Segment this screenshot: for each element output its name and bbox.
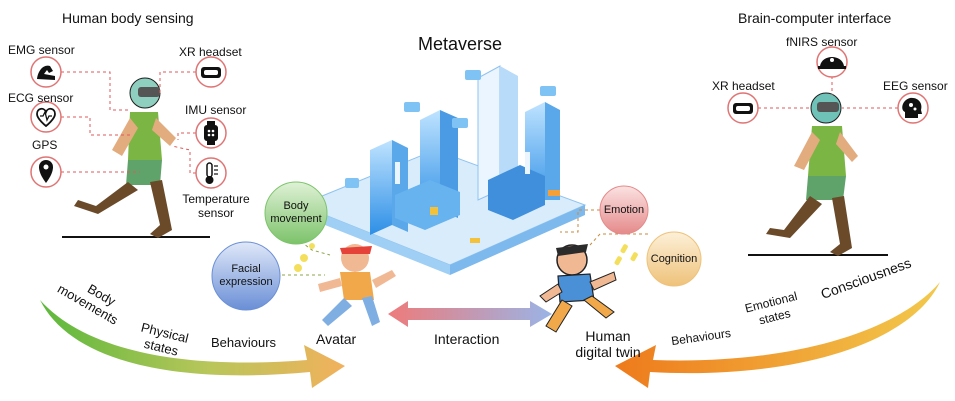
temperature-sensor-label-line2: sensor [197, 206, 235, 220]
eeg-sensor-label: EEG sensor [883, 79, 948, 93]
metaverse-city [298, 65, 587, 275]
temperature-sensor-label-line1: Temperature [182, 192, 250, 206]
right-sensor-icons [727, 46, 929, 124]
facial-expression-line2: expression [219, 276, 273, 288]
page-title: Metaverse [418, 34, 503, 54]
gps-label: GPS [32, 138, 58, 152]
avatar-figure [294, 243, 396, 326]
temperature-sensor-label: Temperature sensor [176, 192, 256, 220]
left-sensor-connectors [61, 71, 196, 174]
interaction-arrow [388, 301, 552, 327]
left-arrow-label-behaviours: Behaviours [211, 335, 277, 350]
facial-expression-line1: Facial [231, 263, 261, 275]
ecg-sensor-label: ECG sensor [8, 91, 74, 105]
imu-sensor-label: IMU sensor [185, 103, 247, 117]
interaction-label: Interaction [434, 331, 500, 347]
digital-twin-line1: Human [585, 328, 631, 344]
right-heading: Brain-computer interface [738, 10, 892, 26]
left-flow-arrow [40, 300, 345, 388]
right-human-figure [748, 92, 888, 256]
left-human-figure [62, 77, 210, 238]
right-sensor-connectors [758, 76, 898, 109]
bubbles [211, 181, 702, 311]
digital-twin-line2: digital twin [575, 344, 641, 360]
emg-sensor-label: EMG sensor [8, 43, 75, 57]
digital-twin-label: Human digital twin [553, 328, 663, 360]
xr-headset-label-right: XR headset [712, 79, 775, 93]
body-movement-line2: movement [270, 213, 322, 225]
right-flow-arrow [615, 282, 940, 388]
cognition-bubble: Cognition [650, 252, 698, 265]
xr-headset-label-left: XR headset [179, 45, 242, 59]
left-heading: Human body sensing [62, 10, 194, 26]
body-movement-line1: Body [283, 200, 309, 212]
avatar-label: Avatar [316, 331, 357, 347]
emotion-bubble: Emotion [603, 203, 645, 216]
twin-links [560, 209, 648, 246]
left-sensor-icons [30, 56, 227, 189]
digital-twin-figure [539, 244, 638, 333]
fnirs-sensor-label: fNIRS sensor [786, 35, 858, 49]
